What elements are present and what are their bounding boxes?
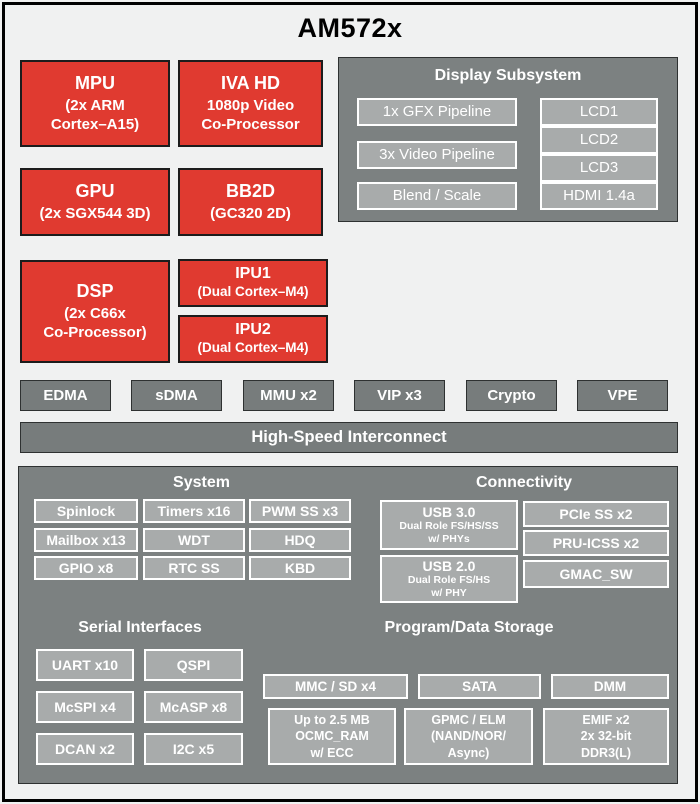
storage-item-sata: SATA bbox=[418, 674, 541, 699]
connectivity-section-title: Connectivity bbox=[475, 474, 572, 491]
gfx-pipeline-box: 1x GFX Pipeline bbox=[357, 98, 517, 126]
block-gpu-subtitle: (2x SGX544 3D) bbox=[39, 204, 151, 222]
lcd1-box: LCD1 bbox=[540, 98, 658, 126]
storage-section-title: Program/Data Storage bbox=[384, 619, 554, 636]
usb2-box: USB 2.0 Dual Role FS/HS w/ PHY bbox=[380, 555, 518, 603]
usb3-box: USB 3.0 Dual Role FS/HS/SS w/ PHYs bbox=[380, 500, 518, 550]
block-ipu2: IPU2 (Dual Cortex–M4) bbox=[178, 315, 328, 363]
usb3-subtitle: Dual Role FS/HS/SS w/ PHYs bbox=[399, 520, 499, 546]
serial-item-uart: UART x10 bbox=[36, 649, 134, 681]
block-ipu1: IPU1 (Dual Cortex–M4) bbox=[178, 259, 328, 307]
block-gpu-title: GPU bbox=[75, 180, 115, 201]
system-item-spinlock: Spinlock bbox=[34, 499, 138, 523]
block-iva-hd-title: IVA HD bbox=[220, 72, 280, 93]
system-item-kbd: KBD bbox=[249, 556, 351, 580]
block-bb2d-subtitle: (GC320 2D) bbox=[210, 204, 291, 222]
storage-item-emif: EMIF x2 2x 32-bit DDR3(L) bbox=[543, 708, 669, 765]
block-mpu-subtitle: (2x ARM Cortex–A15) bbox=[50, 96, 140, 133]
dma-box-mmu: MMU x2 bbox=[243, 380, 334, 411]
blend-scale-box: Blend / Scale bbox=[357, 182, 517, 210]
block-bb2d-title: BB2D bbox=[225, 180, 275, 201]
dma-box-edma: EDMA bbox=[20, 380, 111, 411]
block-ipu2-subtitle: (Dual Cortex–M4) bbox=[197, 340, 309, 356]
storage-item-mmc: MMC / SD x4 bbox=[263, 674, 408, 699]
block-dsp-title: DSP bbox=[76, 280, 114, 301]
serial-item-qspi: QSPI bbox=[144, 649, 243, 681]
gmac-box: GMAC_SW bbox=[523, 560, 669, 588]
storage-item-gpmc-elm: GPMC / ELM (NAND/NOR/ Async) bbox=[404, 708, 533, 765]
storage-item-ocmc-ram: Up to 2.5 MB OCMC_RAM w/ ECC bbox=[268, 708, 396, 765]
storage-item-dmm: DMM bbox=[551, 674, 669, 699]
block-dsp: DSP (2x C66x Co-Processor) bbox=[20, 260, 170, 363]
usb3-title: USB 3.0 bbox=[422, 504, 476, 521]
system-item-gpio: GPIO x8 bbox=[34, 556, 138, 580]
serial-item-dcan: DCAN x2 bbox=[36, 733, 134, 765]
block-dsp-subtitle: (2x C66x Co-Processor) bbox=[43, 304, 147, 341]
dma-box-vip: VIP x3 bbox=[354, 380, 445, 411]
peripherals-container: System Spinlock Timers x16 PWM SS x3 Mai… bbox=[18, 466, 678, 784]
block-ipu2-title: IPU2 bbox=[235, 321, 271, 339]
pcie-box: PCIe SS x2 bbox=[523, 501, 669, 527]
system-item-wdt: WDT bbox=[143, 528, 245, 552]
display-subsystem-title: Display Subsystem bbox=[434, 67, 582, 84]
serial-section-title: Serial Interfaces bbox=[78, 619, 202, 636]
dma-box-vpe: VPE bbox=[577, 380, 668, 411]
usb2-subtitle: Dual Role FS/HS w/ PHY bbox=[407, 574, 491, 600]
block-iva-hd: IVA HD 1080p Video Co-Processor bbox=[178, 60, 323, 147]
system-item-timers: Timers x16 bbox=[143, 499, 245, 523]
hdmi-box: HDMI 1.4a bbox=[540, 182, 658, 210]
serial-item-mcasp: McASP x8 bbox=[144, 691, 243, 723]
block-ipu1-subtitle: (Dual Cortex–M4) bbox=[197, 284, 309, 300]
block-mpu: MPU (2x ARM Cortex–A15) bbox=[20, 60, 170, 147]
lcd3-box: LCD3 bbox=[540, 154, 658, 182]
block-mpu-title: MPU bbox=[75, 72, 115, 93]
chip-title: AM572x bbox=[297, 13, 403, 43]
video-pipeline-box: 3x Video Pipeline bbox=[357, 141, 517, 169]
system-section-title: System bbox=[173, 474, 230, 491]
usb2-title: USB 2.0 bbox=[422, 558, 476, 575]
block-gpu: GPU (2x SGX544 3D) bbox=[20, 168, 170, 236]
lcd2-box: LCD2 bbox=[540, 126, 658, 154]
pru-icss-box: PRU-ICSS x2 bbox=[523, 530, 669, 556]
block-bb2d: BB2D (GC320 2D) bbox=[178, 168, 323, 236]
system-item-hdq: HDQ bbox=[249, 528, 351, 552]
block-ipu1-title: IPU1 bbox=[235, 265, 271, 283]
block-iva-hd-subtitle: 1080p Video Co-Processor bbox=[201, 96, 300, 133]
system-item-pwm: PWM SS x3 bbox=[249, 499, 351, 523]
serial-item-mcspi: McSPI x4 bbox=[36, 691, 134, 723]
dma-box-crypto: Crypto bbox=[466, 380, 557, 411]
dma-box-sdma: sDMA bbox=[131, 380, 222, 411]
system-item-mailbox: Mailbox x13 bbox=[34, 528, 138, 552]
display-subsystem: Display Subsystem 1x GFX Pipeline 3x Vid… bbox=[338, 57, 678, 222]
system-item-rtc: RTC SS bbox=[143, 556, 245, 580]
interconnect-bar: High-Speed Interconnect bbox=[20, 422, 678, 453]
serial-item-i2c: I2C x5 bbox=[144, 733, 243, 765]
